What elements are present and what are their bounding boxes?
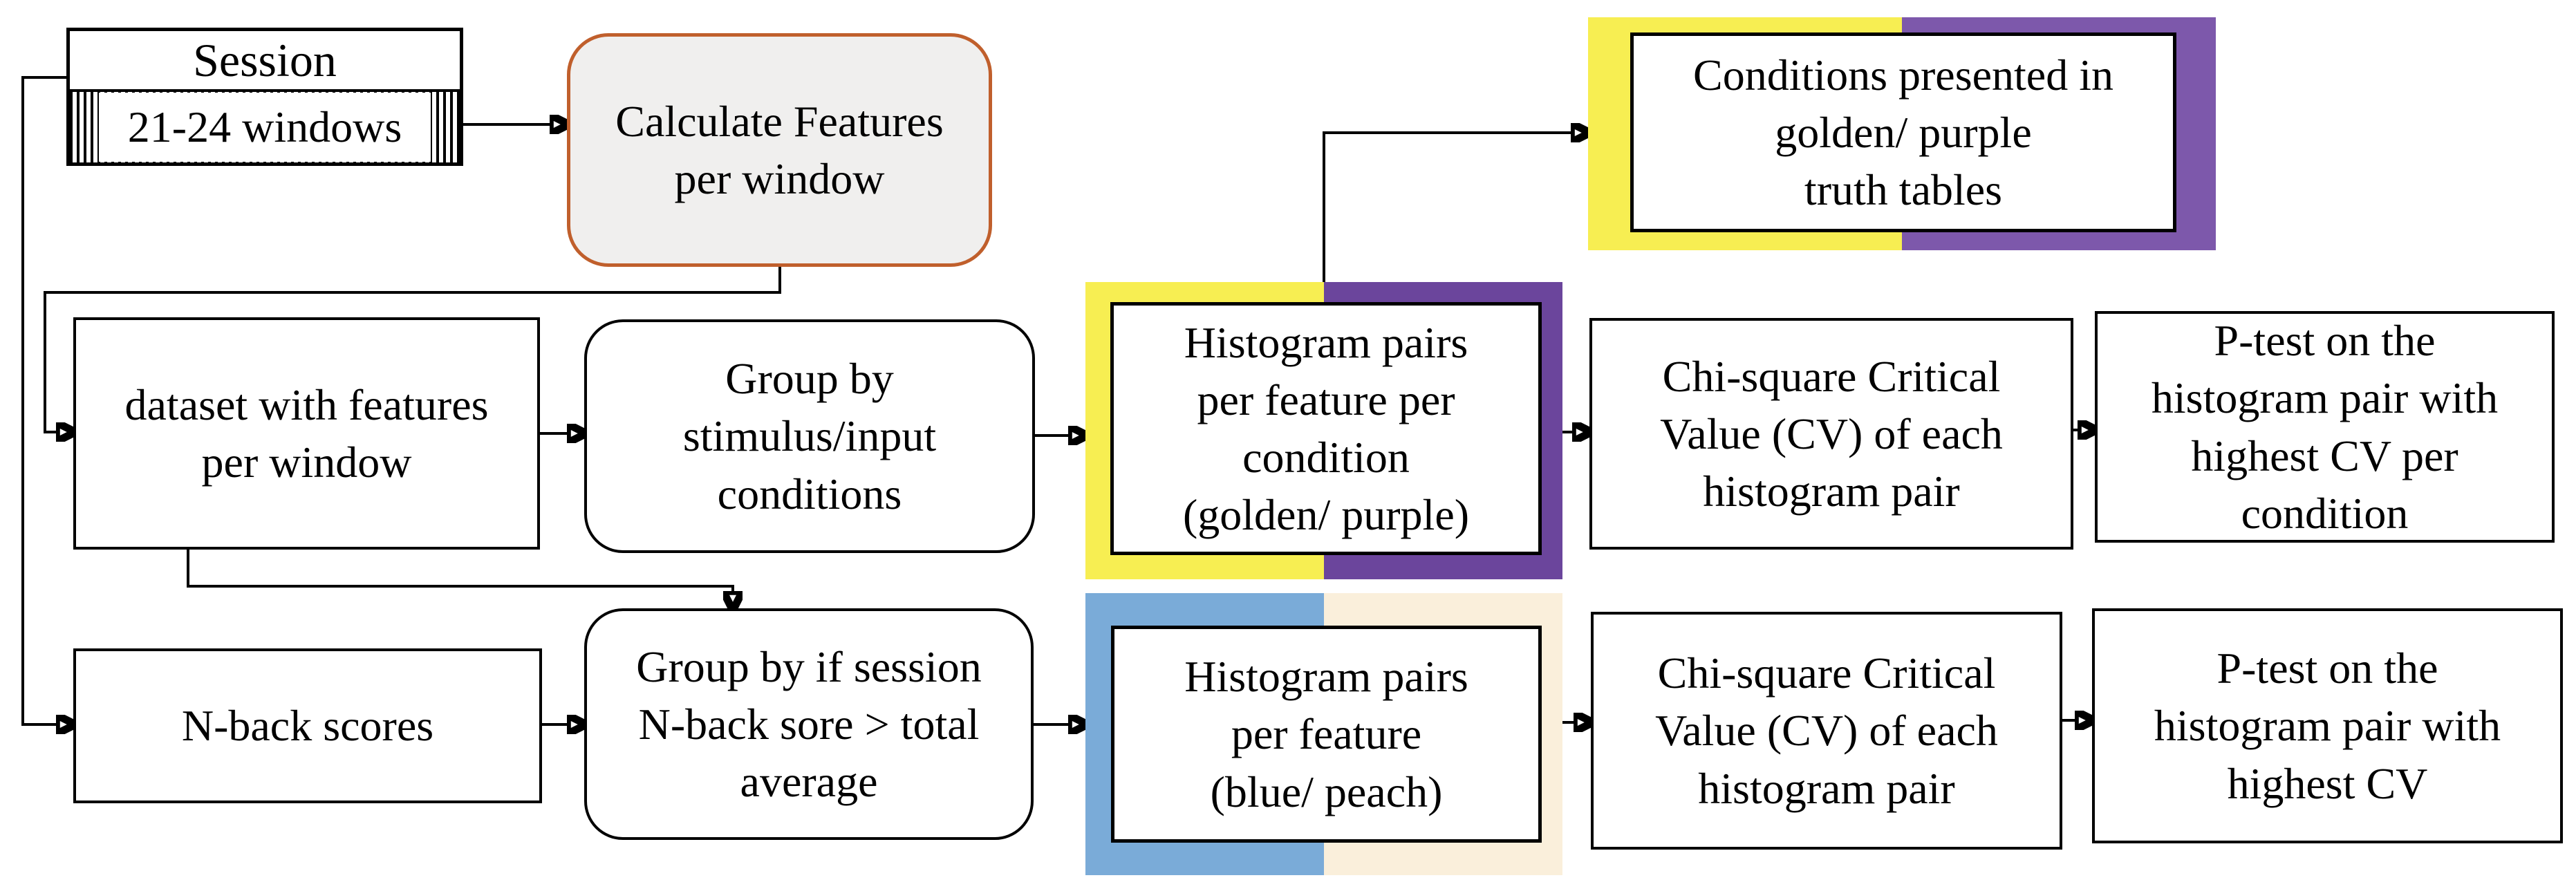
histogram-golden-purple-label: Histogram pairs per feature per conditio… (1182, 317, 1470, 540)
ptest-highest-cv-box: P-test on the histogram pair with highes… (2092, 608, 2563, 843)
ptest-per-condition-box: P-test on the histogram pair with highes… (2095, 311, 2555, 543)
dataset-label: dataset with features per window (124, 380, 489, 487)
conditions-truth-tables-box: Conditions presented in golden/ purple t… (1630, 32, 2176, 232)
group-by-nback-label: Group by if session N-back sore > total … (636, 642, 982, 807)
chi-square-bottom-label: Chi-square Critical Value (CV) of each h… (1655, 648, 1998, 813)
histogram-golden-purple-box: Histogram pairs per feature per conditio… (1110, 302, 1542, 555)
nback-scores-box: N-back scores (73, 648, 542, 803)
connector-calc-to-dataset (44, 267, 781, 432)
calculate-features-box: Calculate Features per window (567, 33, 992, 267)
session-windows-striped-panel: 21-24 windows (70, 89, 460, 162)
conditions-truth-tables-label: Conditions presented in golden/ purple t… (1693, 50, 2113, 215)
dataset-box: dataset with features per window (73, 317, 540, 550)
group-by-stimulus-label: Group by stimulus/input conditions (682, 354, 937, 518)
group-by-stimulus-box: Group by stimulus/input conditions (584, 319, 1035, 553)
histogram-blue-peach-box: Histogram pairs per feature (blue/ peach… (1111, 626, 1542, 843)
histogram-blue-peach-block: Histogram pairs per feature (blue/ peach… (1085, 593, 1562, 875)
session-box: Session 21-24 windows (66, 28, 463, 166)
histogram-blue-peach-label: Histogram pairs per feature (blue/ peach… (1184, 652, 1468, 816)
chi-square-bottom-box: Chi-square Critical Value (CV) of each h… (1591, 612, 2062, 850)
ptest-highest-cv-label: P-test on the histogram pair with highes… (2154, 644, 2501, 808)
ptest-per-condition-label: P-test on the histogram pair with highes… (2151, 316, 2499, 538)
chi-square-middle-label: Chi-square Critical Value (CV) of each h… (1660, 351, 2003, 516)
connector-session-to-nback (21, 76, 66, 724)
conditions-truth-tables-block: Conditions presented in golden/ purple t… (1588, 17, 2216, 250)
chi-square-middle-box: Chi-square Critical Value (CV) of each h… (1589, 318, 2073, 550)
histogram-golden-purple-block: Histogram pairs per feature per conditio… (1085, 282, 1562, 579)
session-title: Session (193, 33, 337, 86)
session-windows-label: 21-24 windows (98, 93, 431, 162)
calculate-features-label: Calculate Features per window (615, 96, 944, 203)
connector-dataset-to-group-nback (187, 550, 733, 593)
group-by-nback-box: Group by if session N-back sore > total … (584, 608, 1034, 840)
connector-hist-golden-to-conditions (1323, 133, 1573, 282)
nback-scores-label: N-back scores (181, 701, 434, 751)
